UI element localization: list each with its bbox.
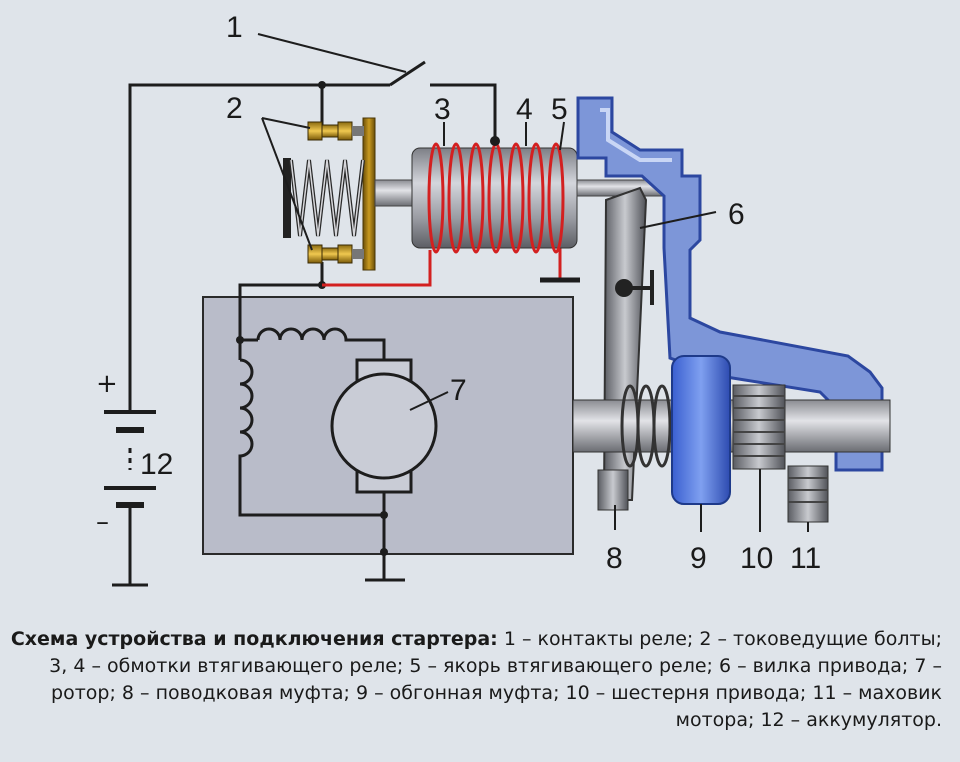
label-12: 12 <box>140 448 173 481</box>
figure-caption: Схема устройства и подключения стартера:… <box>0 626 942 734</box>
red-wire <box>322 250 432 287</box>
current-bolt-bottom <box>307 244 364 264</box>
flywheel <box>787 465 829 523</box>
caption-title: Схема устройства и подключения стартера: <box>10 628 498 650</box>
junction-dot <box>318 81 326 89</box>
rotor-circle <box>330 372 438 480</box>
current-bolt-top <box>307 121 364 141</box>
junction-dot <box>380 548 388 556</box>
junction-dot <box>236 336 244 344</box>
battery-plus-sign: + <box>96 369 118 399</box>
label-5-leader <box>559 121 565 151</box>
label-8: 8 <box>606 542 623 575</box>
caption-text: 1 – контакты реле; 2 – токо­ведущие болт… <box>49 628 942 731</box>
field-coil-vertical <box>238 358 254 470</box>
label-4: 4 <box>516 93 533 126</box>
battery-minus-sign: – <box>96 507 109 537</box>
spring-backplate <box>283 158 291 238</box>
output-shaft <box>572 399 891 453</box>
overrunning-clutch <box>671 355 731 505</box>
winding-junction <box>490 136 500 146</box>
label-5: 5 <box>551 93 568 126</box>
label-7-leader <box>409 391 449 411</box>
label-3: 3 <box>434 93 451 126</box>
starter-circuit-diagram: 1 2 3 4 5 6 7 8 9 10 11 12 + – <box>96 11 891 587</box>
relay-shaft <box>374 179 416 207</box>
label-1-leader <box>257 33 407 73</box>
drive-housing <box>576 96 884 472</box>
label-7: 7 <box>450 374 467 407</box>
relay-cylinder <box>411 147 578 249</box>
label-1: 1 <box>226 11 243 44</box>
label-6: 6 <box>728 198 745 231</box>
label-2-leader <box>261 117 311 129</box>
field-coil-horizontal <box>256 327 350 342</box>
label-10: 10 <box>740 542 773 575</box>
guide-sleeve <box>620 384 672 468</box>
label-11: 11 <box>790 542 821 575</box>
contact-plate <box>362 117 376 271</box>
label-9: 9 <box>690 542 707 575</box>
label-6-leader <box>639 211 717 229</box>
label-2: 2 <box>226 92 243 125</box>
junction-dot <box>380 511 388 519</box>
